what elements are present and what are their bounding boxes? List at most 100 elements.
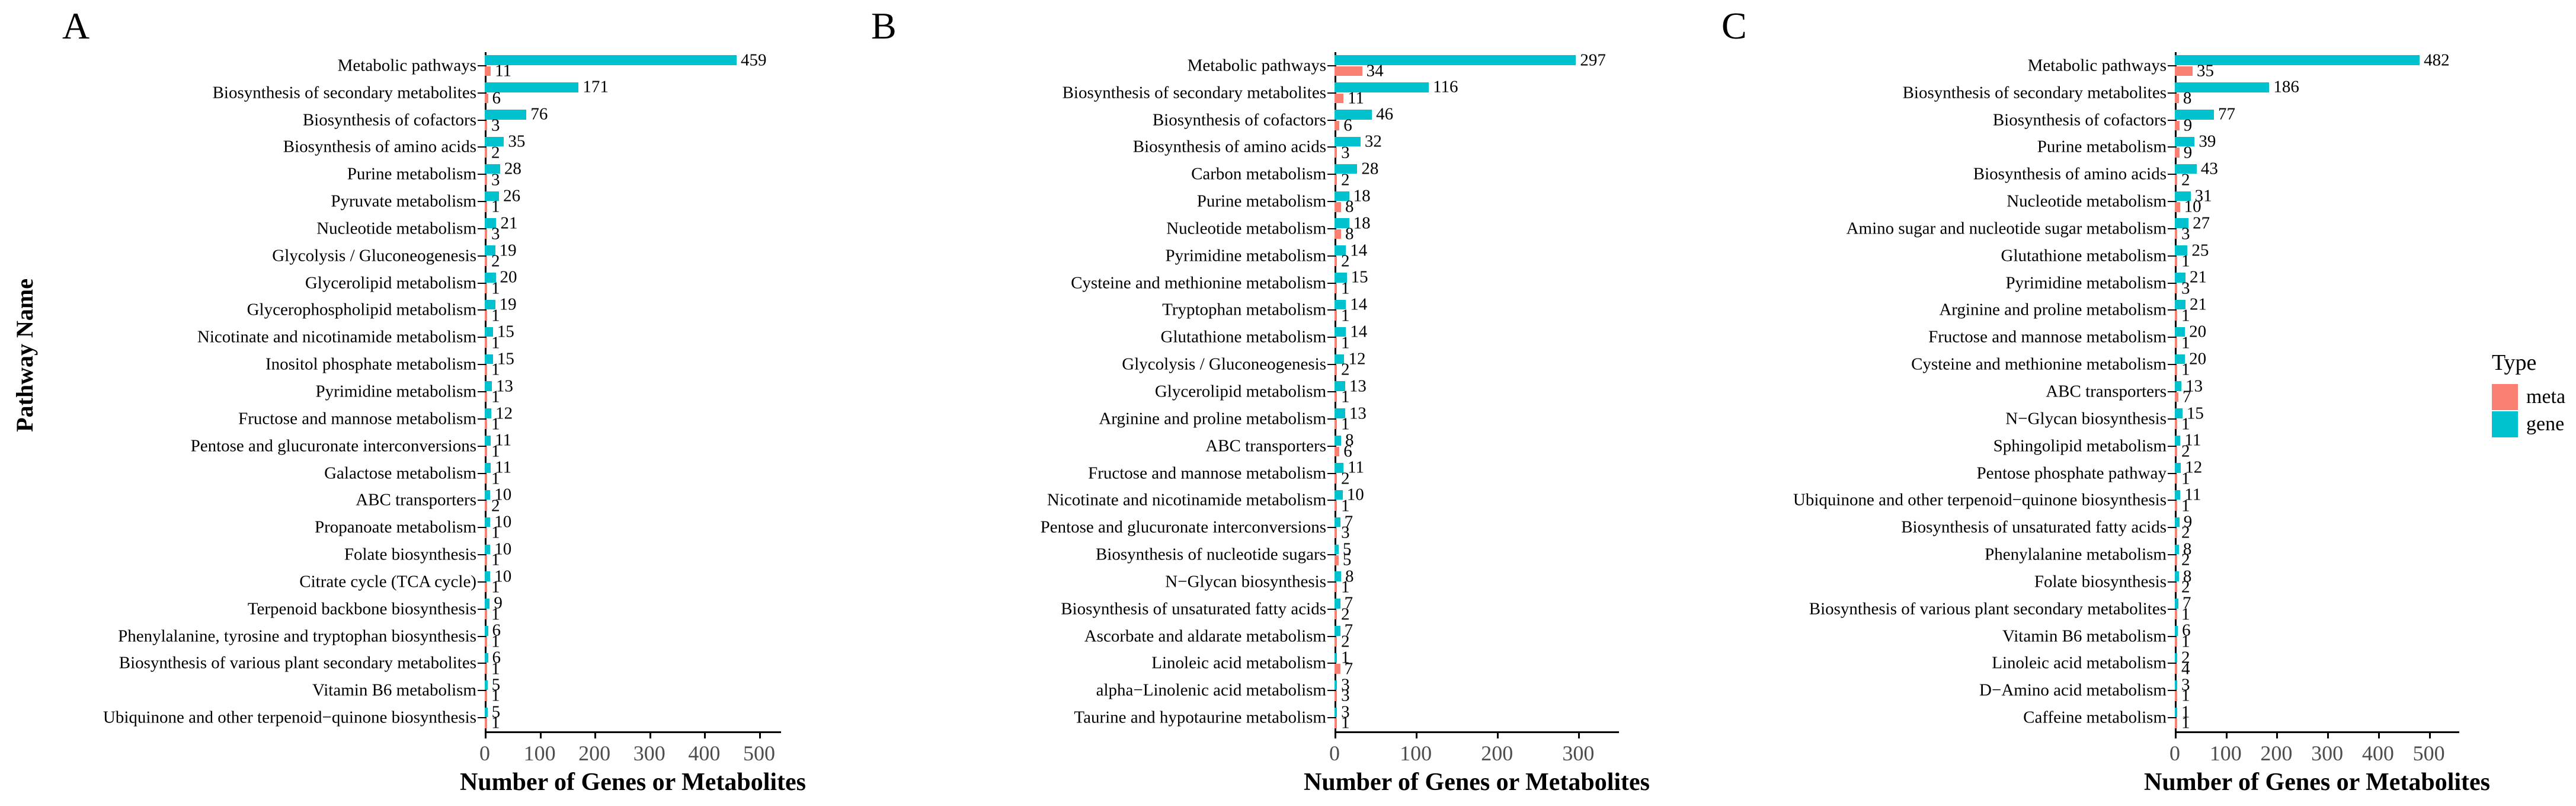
bar-meta[interactable]: 1 [485,524,500,541]
bar-meta[interactable]: 1 [2175,470,2190,487]
bar-meta[interactable]: 11 [485,62,511,79]
bar-meta[interactable]: 1 [485,415,500,433]
bar-gene[interactable]: 8 [2175,568,2191,585]
bar-meta[interactable]: 1 [485,198,500,215]
bar-meta[interactable]: 1 [1335,307,1350,324]
bar-meta[interactable]: 2 [2175,551,2190,568]
bar-gene[interactable]: 77 [2175,105,2235,123]
bar-meta[interactable]: 8 [1335,225,1353,242]
bar-gene[interactable]: 21 [2175,268,2207,286]
bar-meta[interactable]: 3 [2175,280,2190,297]
bar-meta[interactable]: 2 [1335,252,1350,270]
bar-meta[interactable]: 1 [485,578,500,596]
bar-gene[interactable]: 28 [485,160,521,177]
bar-gene[interactable]: 8 [2175,540,2191,558]
bar-gene[interactable]: 3 [2175,676,2190,693]
bar-gene[interactable]: 15 [485,350,514,367]
bar-meta[interactable]: 1 [485,334,500,351]
bar-gene[interactable]: 12 [2175,459,2202,476]
bar-meta[interactable]: 6 [1335,117,1352,134]
bar-meta[interactable]: 9 [2175,117,2192,134]
bar-meta[interactable]: 2 [2175,171,2190,188]
bar-meta[interactable]: 2 [485,252,500,270]
bar-gene[interactable]: 7 [1335,513,1353,530]
bar-meta[interactable]: 1 [1335,578,1350,596]
bar-gene[interactable]: 13 [1335,378,1367,395]
bar-gene[interactable]: 7 [2175,594,2191,612]
bar-meta[interactable]: 3 [1335,144,1350,161]
bar-gene[interactable]: 43 [2175,160,2218,177]
bar-meta[interactable]: 2 [1335,171,1350,188]
bar-meta[interactable]: 1 [2175,687,2190,704]
bar-gene[interactable]: 5 [485,703,500,721]
bar-gene[interactable]: 11 [1335,459,1364,476]
bar-gene[interactable]: 46 [1335,105,1393,123]
bar-row[interactable]: Biosynthesis of various plant secondary … [1809,594,2459,623]
bar-gene[interactable]: 1 [2175,703,2190,721]
bar-meta[interactable]: 3 [1335,524,1350,541]
bar-meta[interactable]: 2 [2175,443,2190,460]
bar-meta[interactable]: 1 [1335,497,1350,514]
bar-meta[interactable]: 3 [2175,225,2190,242]
bar-gene[interactable]: 20 [485,268,517,286]
bar-gene[interactable]: 14 [1335,296,1367,313]
bar-gene[interactable]: 6 [2175,622,2191,639]
bar-gene[interactable]: 11 [485,431,511,449]
bar-gene[interactable]: 21 [485,215,517,232]
bar-gene[interactable]: 10 [1335,486,1364,503]
bar-gene[interactable]: 12 [1335,350,1365,367]
bar-gene[interactable]: 3 [1335,676,1350,693]
bar-row[interactable]: Amino sugar and nucleotide sugar metabol… [1847,215,2459,243]
bar-meta[interactable]: 6 [485,89,501,107]
bar-meta[interactable]: 1 [485,307,500,324]
legend-item-meta[interactable]: meta [2492,384,2565,410]
bar-meta[interactable]: 11 [1335,89,1364,107]
bar-meta[interactable]: 1 [485,470,500,487]
bar-meta[interactable]: 4 [2175,660,2190,677]
bar-meta[interactable]: 1 [485,714,500,731]
bar-gene[interactable]: 12 [485,405,513,422]
bar-meta[interactable]: 2 [1335,606,1350,623]
bar-gene[interactable]: 27 [2175,215,2210,232]
bar-gene[interactable]: 32 [1335,133,1382,150]
bar-row[interactable]: Pentose and glucuronate interconversions… [191,431,781,460]
bar-gene[interactable]: 9 [2175,513,2192,530]
bar-gene[interactable]: 6 [485,622,501,639]
bar-meta[interactable]: 2 [1335,470,1350,487]
bar-gene[interactable]: 15 [485,323,514,340]
bar-meta[interactable]: 9 [2175,144,2192,161]
bar-meta[interactable]: 1 [485,361,500,378]
bar-gene[interactable]: 3 [1335,703,1350,721]
bar-gene[interactable]: 2 [2175,649,2190,666]
bar-gene[interactable]: 1 [1335,649,1350,666]
bar-meta[interactable]: 8 [1335,198,1353,215]
